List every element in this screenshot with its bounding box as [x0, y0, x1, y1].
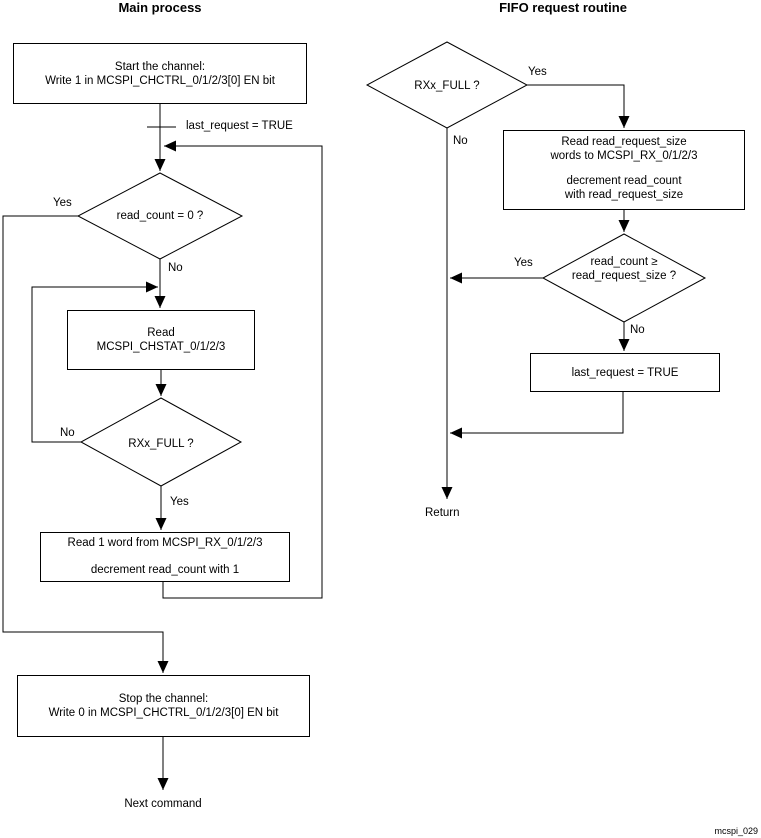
compare-decision-label: read_count ≥ read_request_size ?	[543, 255, 705, 283]
compare-decision-line2: read_request_size ?	[571, 270, 677, 282]
read-request-box: Read read_request_size words to MCSPI_RX…	[503, 130, 745, 210]
compare-decision-line1: read_count ≥	[590, 256, 658, 268]
read-request-line1: Read read_request_size	[561, 136, 687, 148]
rxfull-main-no-label: No	[60, 427, 75, 439]
decision-rxfull-fifo-diamond	[365, 41, 529, 129]
start-channel-box: Start the channel: Write 1 in MCSPI_CHCT…	[13, 43, 307, 104]
last-request-note: last_request = TRUE	[186, 120, 293, 132]
connector-rxfull-no-loopback	[31, 281, 158, 443]
return-label: Return	[425, 507, 460, 519]
start-channel-line2: Write 1 in MCSPI_CHCTRL_0/1/2/3[0] EN bi…	[45, 74, 275, 87]
rxfull-main-yes-label: Yes	[170, 496, 189, 508]
connector-readcount-yes-to-stop	[2, 215, 169, 673]
fifo-routine-title: FIFO request routine	[499, 0, 627, 15]
read-request-line2: words to MCSPI_RX_0/1/2/3	[550, 150, 698, 162]
read-count-yes-label: Yes	[53, 197, 72, 209]
stop-channel-line1: Stop the channel:	[118, 693, 209, 705]
compare-yes-label: Yes	[514, 257, 533, 269]
figure-id-label: mcspi_029	[714, 826, 758, 836]
read-chstat-box: Read MCSPI_CHSTAT_0/1/2/3	[67, 310, 255, 370]
connector-fifo-yes	[527, 84, 630, 128]
rxfull-fifo-decision-label: RXx_FULL ?	[414, 80, 480, 92]
connector-readword-loopback	[162, 140, 323, 599]
stop-channel-line2: Write 0 in MCSPI_CHCTRL_0/1/2/3[0] EN bi…	[48, 707, 279, 719]
decision-read-count-diamond	[76, 172, 244, 260]
connector-lastrequest-loop	[450, 392, 624, 439]
compare-no-label: No	[630, 324, 645, 336]
start-channel-line1: Start the channel:	[114, 60, 206, 73]
read-count-no-label: No	[168, 262, 183, 274]
read-word-line2: decrement read_count with 1	[90, 564, 240, 576]
decision-rxfull-main-diamond	[79, 397, 243, 487]
read-chstat-line1: Read	[147, 327, 175, 339]
next-command-label: Next command	[124, 798, 202, 810]
read-request-line3: decrement read_count	[566, 175, 682, 187]
rxfull-main-decision-label: RXx_FULL ?	[128, 438, 194, 450]
read-word-box: Read 1 word from MCSPI_RX_0/1/2/3 decrem…	[40, 532, 290, 582]
rxfull-fifo-no-label: No	[453, 135, 468, 147]
last-request-box: last_request = TRUE	[530, 353, 720, 392]
read-request-line4: with read_request_size	[564, 189, 684, 201]
decision-compare-diamond	[541, 233, 707, 323]
rxfull-fifo-yes-label: Yes	[528, 66, 547, 78]
read-count-decision-label: read_count = 0 ?	[116, 210, 204, 222]
read-word-line1: Read 1 word from MCSPI_RX_0/1/2/3	[67, 537, 263, 549]
stop-channel-box: Stop the channel: Write 0 in MCSPI_CHCTR…	[17, 675, 310, 737]
main-process-title: Main process	[118, 0, 202, 15]
read-chstat-line2: MCSPI_CHSTAT_0/1/2/3	[96, 341, 226, 353]
last-request-box-text: last_request = TRUE	[571, 366, 679, 379]
